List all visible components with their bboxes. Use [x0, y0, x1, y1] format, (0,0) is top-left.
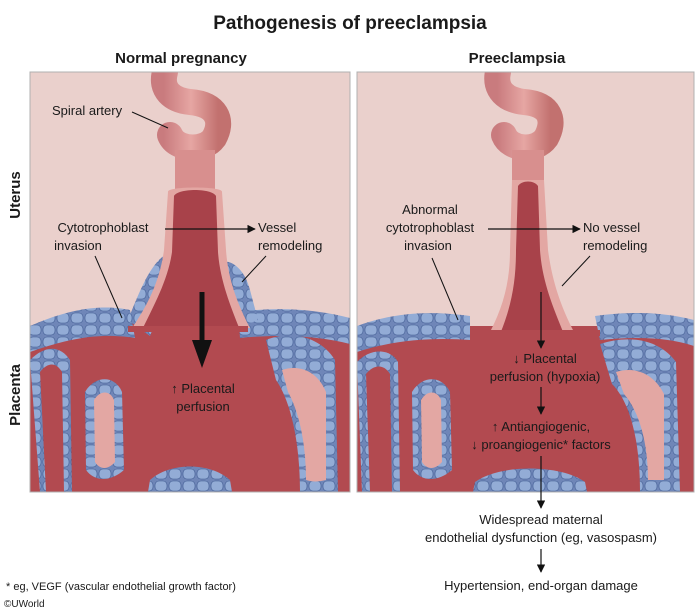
cytotrophoblast-layer-right — [357, 313, 470, 352]
cytotrophoblast-label-normal-2: invasion — [54, 238, 102, 253]
spiral-artery-neck-right — [512, 150, 544, 180]
cytotrophoblast-label-pre-1: Abnormal — [402, 202, 458, 217]
remodeling-label-normal-1: Vessel — [258, 220, 296, 235]
perfusion-label-normal-2: perfusion — [176, 399, 229, 414]
preeclampsia-panel — [357, 72, 694, 492]
bottom-cell-cluster-right — [473, 468, 587, 492]
spiral-artery-coil-left — [150, 72, 231, 161]
dysfunction-label-2: endothelial dysfunction (eg, vasospasm) — [425, 530, 657, 545]
perfusion-label-pre-2: perfusion (hypoxia) — [490, 369, 601, 384]
normal-pregnancy-panel — [30, 72, 350, 492]
footnote: * eg, VEGF (vascular endothelial growth … — [6, 581, 236, 593]
cytotrophoblast-layer-left — [30, 307, 135, 352]
vessel-merge-right — [470, 330, 600, 336]
remodeled-vessel-lumen-left — [142, 190, 240, 330]
spiral-artery-coil-right — [484, 72, 564, 161]
remodeling-label-normal-2: remodeling — [258, 238, 322, 253]
cytotrophoblast-layer-left-2 — [238, 309, 350, 344]
villus-right-3-core — [616, 370, 664, 480]
cytotrophoblast-layer-right-2 — [595, 313, 694, 346]
factors-label-2: ↓ proangiogenic* factors — [471, 437, 611, 452]
vessel-merge-left — [128, 326, 248, 332]
spiral-artery-leader — [131, 111, 169, 129]
cytotrophoblast-label-pre-3: invasion — [404, 238, 452, 253]
cytotrophoblast-leader-pre — [431, 257, 459, 321]
dysfunction-label-1: Widespread maternal — [479, 512, 603, 527]
perfusion-label-normal-1: ↑ Placental — [171, 381, 235, 396]
cytotrophoblast-label-pre-2: cytotrophoblast — [386, 220, 475, 235]
spiral-artery-neck-left — [175, 150, 215, 192]
copyright: ©UWorld — [4, 599, 45, 610]
preeclampsia-panel-title: Preeclampsia — [469, 50, 566, 67]
diagram-title: Pathogenesis of preeclampsia — [213, 13, 487, 34]
factors-label-1: ↑ Antiangiogenic, — [492, 419, 590, 434]
spiral-artery-label: Spiral artery — [52, 103, 123, 118]
normal-panel-frame — [29, 71, 351, 493]
placenta-side-label: Placenta — [7, 363, 24, 425]
villus-left-2-core — [94, 392, 115, 468]
remodeling-label-pre-2: remodeling — [583, 238, 647, 253]
villus-right-1-core — [366, 366, 392, 492]
villus-left-3-core — [282, 368, 326, 482]
cytotrophoblast-leader-normal — [94, 255, 123, 319]
villus-left-1-core — [40, 364, 64, 492]
perfusion-arrowhead-left — [192, 340, 212, 368]
uterus-side-label: Uterus — [7, 171, 24, 219]
villus-right-2-core — [421, 392, 442, 468]
outcome-label: Hypertension, end-organ damage — [444, 578, 638, 593]
remodeling-label-pre-1: No vessel — [583, 220, 640, 235]
narrow-vessel-lumen-right — [500, 181, 564, 334]
perfusion-label-pre-1: ↓ Placental — [513, 351, 577, 366]
remodeling-leader-pre — [561, 255, 591, 287]
cytotrophoblast-label-normal-1: Cytotrophoblast — [57, 220, 148, 235]
normal-panel-title: Normal pregnancy — [115, 50, 247, 67]
preeclampsia-panel-frame — [356, 71, 695, 493]
bottom-cell-cluster-left — [148, 466, 232, 492]
remodeling-leader-normal — [241, 255, 267, 283]
